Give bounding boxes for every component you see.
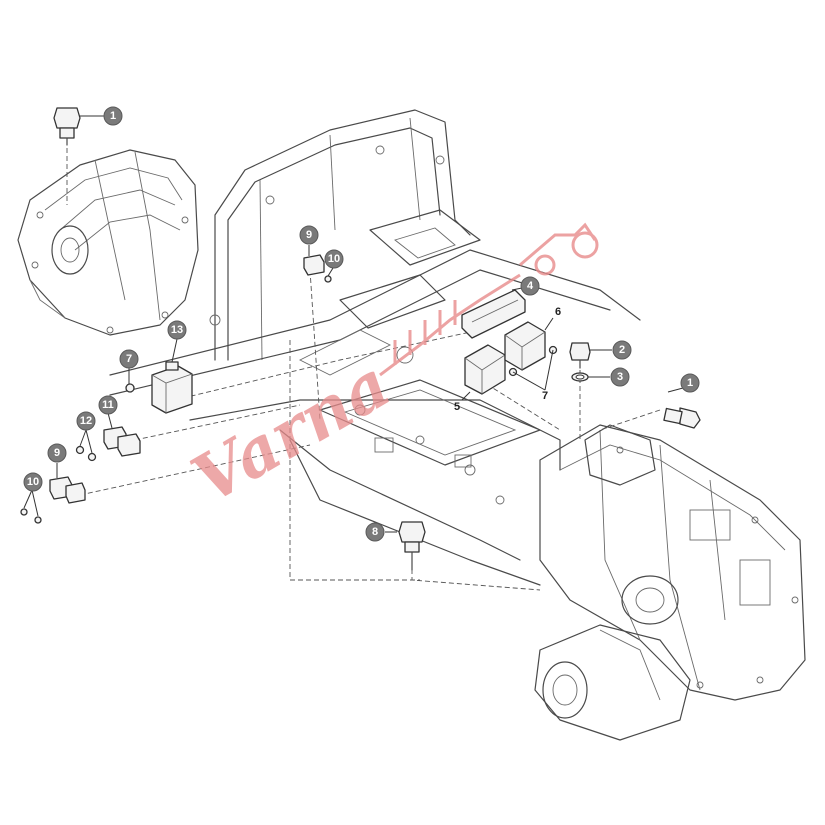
svg-text:10: 10 [328, 253, 340, 265]
rear-transmission [534, 424, 806, 741]
part-11-relays [103, 426, 141, 457]
svg-text:5: 5 [454, 401, 460, 413]
callout-1-top: 1 [103, 106, 123, 126]
svg-text:10: 10 [27, 476, 39, 488]
callout-6: 6 [555, 306, 561, 318]
svg-text:3: 3 [617, 371, 623, 383]
watermark: Varna [179, 222, 599, 519]
svg-text:2: 2 [619, 344, 625, 356]
svg-text:1: 1 [687, 377, 693, 389]
svg-text:1: 1 [110, 110, 116, 122]
callout-1-right: 1 [680, 373, 700, 393]
callout-7-right: 7 [542, 390, 548, 402]
part-9-connector-upper [303, 254, 325, 276]
svg-text:7: 7 [542, 390, 548, 402]
part-3-washer [571, 372, 589, 382]
svg-text:12: 12 [80, 415, 92, 427]
part-9-connector-lower [49, 476, 86, 504]
callout-2: 2 [612, 340, 632, 360]
callout-13: 13 [167, 320, 187, 340]
svg-text:4: 4 [527, 280, 534, 292]
front-housing [17, 149, 199, 336]
callout-9-upper: 9 [299, 225, 319, 245]
part-5-relay [464, 344, 506, 395]
svg-text:13: 13 [171, 324, 183, 336]
callout-10-upper: 10 [324, 249, 344, 269]
tractor-frame [109, 109, 641, 586]
callout-leaders [23, 115, 684, 533]
callout-3: 3 [610, 367, 630, 387]
part-6-relay [504, 321, 546, 371]
callout-4: 4 [520, 276, 540, 296]
callout-9-lower: 9 [47, 443, 67, 463]
svg-text:8: 8 [372, 526, 378, 538]
callouts: 1 1 2 3 4 5 6 7 7 [23, 106, 700, 542]
part-12-nuts [75, 445, 97, 462]
part-1-plug-top [53, 107, 81, 146]
callout-5: 5 [454, 401, 460, 413]
svg-text:9: 9 [54, 447, 60, 459]
part-4-module [461, 289, 526, 339]
assembly-guide-lines [66, 140, 661, 591]
part-13-control-box [151, 361, 193, 414]
tractor-logo-icon [379, 222, 599, 377]
svg-text:6: 6 [555, 306, 561, 318]
part-2-fitting [569, 342, 591, 369]
svg-text:9: 9 [306, 229, 312, 241]
callout-12: 12 [76, 411, 96, 431]
callout-11: 11 [98, 395, 118, 415]
svg-text:7: 7 [126, 353, 132, 365]
svg-text:11: 11 [102, 399, 114, 411]
part-8-plug [398, 521, 426, 571]
part-1-plug-right [663, 407, 701, 429]
callout-10-lower: 10 [23, 472, 43, 492]
callout-8: 8 [365, 522, 385, 542]
callout-7-left: 7 [119, 349, 139, 369]
